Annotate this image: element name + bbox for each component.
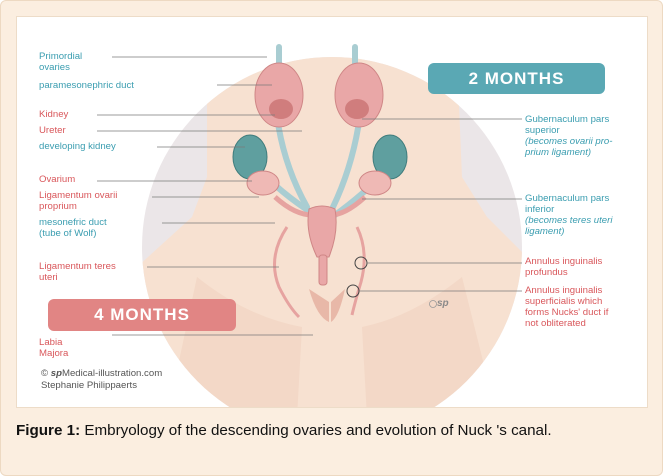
label-tube-of-wolf: (tube of Wolf) [39, 228, 96, 239]
badge-4-months: 4 MONTHS [48, 299, 236, 331]
label-ureter: Ureter [39, 125, 66, 136]
label-annulus-superficialis-1: Annulus inguinalis [525, 285, 602, 296]
credit-brand: sp [51, 368, 62, 379]
label-ligamentum-ovarii: Ligamentum ovarii [39, 190, 117, 201]
label-annulus-superficialis-4: not obliterated [525, 318, 586, 329]
label-uteri: uteri [39, 272, 58, 283]
label-gubernaculum-inferior-2: inferior [525, 204, 554, 215]
label-gubernaculum-superior-1: Gubernaculum pars [525, 114, 609, 125]
label-majora: Majora [39, 348, 68, 359]
label-becomes-ovarii: (becomes ovarii pro- [525, 136, 612, 147]
ovary-left [247, 171, 279, 195]
label-annulus-profundus-1: Annulus inguinalis [525, 256, 602, 267]
watermark-sp: sp [437, 298, 449, 309]
label-prium-ligament: prium ligament) [525, 147, 591, 158]
label-kidney: Kidney [39, 109, 68, 120]
label-annulus-profundus-2: profundus [525, 267, 568, 278]
label-labia: Labia [39, 337, 62, 348]
badge-2-months: 2 MONTHS [428, 63, 605, 94]
label-proprium: proprium [39, 201, 77, 212]
figure-caption: Figure 1: Embryology of the descending o… [16, 420, 652, 442]
label-ovaries: ovaries [39, 62, 70, 73]
label-paramesonephric-duct: paramesonephric duct [39, 80, 134, 91]
credit-author: Stephanie Philippaerts [41, 380, 162, 392]
illustration-credit: © spMedical-illustration.com Stephanie P… [41, 368, 162, 392]
label-gubernaculum-superior-2: superior [525, 125, 560, 136]
label-gubernaculum-inferior-1: Gubernaculum pars [525, 193, 609, 204]
label-becomes-teres: (becomes teres uteri [525, 215, 612, 226]
copyright-symbol: © [41, 368, 48, 379]
label-ligament: ligament) [525, 226, 564, 237]
ovary-right [359, 171, 391, 195]
label-developing-kidney: developing kidney [39, 141, 116, 152]
credit-site: Medical-illustration.com [62, 368, 162, 379]
label-ligamentum-teres: Ligamentum teres [39, 261, 116, 272]
caption-label: Figure 1: [16, 422, 80, 439]
label-mesonefric-duct: mesonefric duct [39, 217, 107, 228]
caption-text: Embryology of the descending ovaries and… [80, 422, 551, 439]
label-primordial: Primordial [39, 51, 82, 62]
kidney-left [255, 63, 303, 127]
label-annulus-superficialis-2: superficialis which [525, 296, 602, 307]
label-annulus-superficialis-3: forms Nucks' duct if [525, 307, 608, 318]
label-ovarium: Ovarium [39, 174, 75, 185]
illustration-card: Primordial ovaries paramesonephric duct … [16, 16, 648, 408]
kidney-right [335, 63, 383, 127]
